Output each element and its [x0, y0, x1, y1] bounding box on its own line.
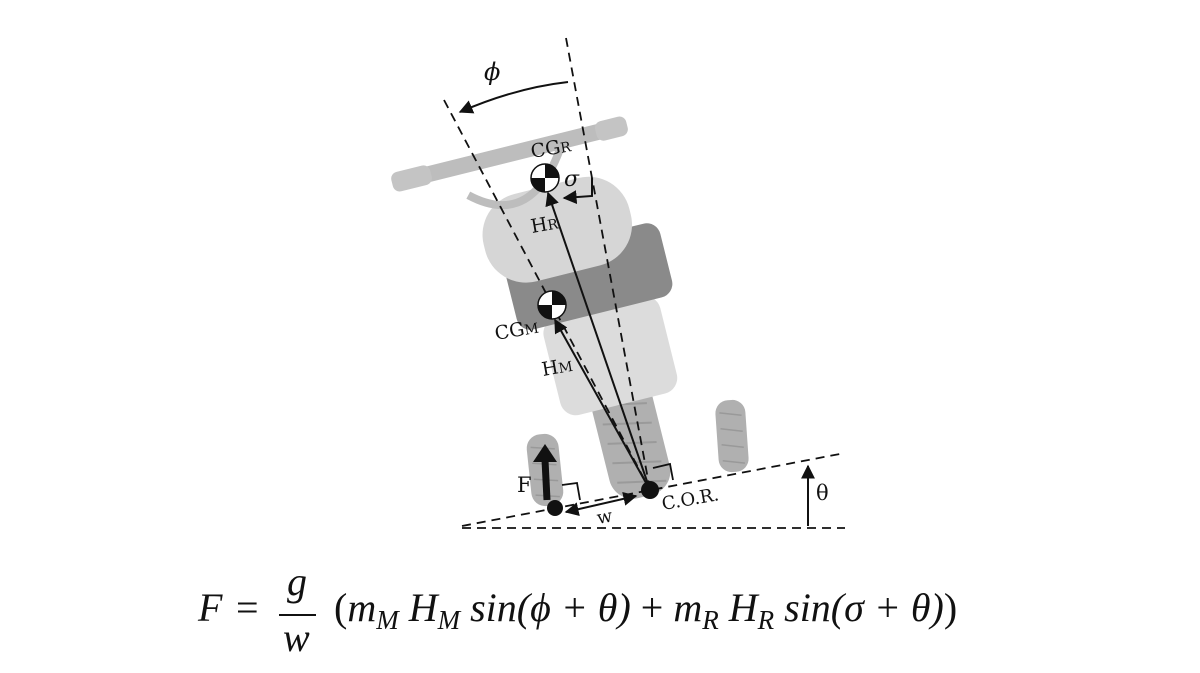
force-label: F — [517, 473, 532, 497]
force-arrow — [541, 459, 551, 501]
phi-arc-arrow — [458, 81, 569, 114]
sigma-label: σ — [564, 167, 580, 192]
w-dimension-arrow — [564, 491, 638, 517]
force-formula: F = g w (mM HM sin(ϕ + θ) + mR HR sin(σ … — [0, 560, 1200, 673]
cg-rider-marker — [530, 163, 560, 193]
formula-lhs: F — [198, 585, 223, 630]
formula-fraction-bar — [279, 614, 316, 616]
formula-denominator: w — [283, 615, 310, 660]
left-grip — [391, 165, 432, 192]
right-outrigger-tire — [715, 399, 749, 473]
seat-block — [543, 295, 678, 416]
sloped-ground-line — [461, 452, 846, 527]
force-arrow-head — [533, 444, 557, 462]
right-grip — [594, 116, 628, 141]
h-rider-vector — [545, 191, 651, 491]
outrigger-contact-point — [547, 500, 563, 516]
formula-numerator: g — [287, 559, 307, 604]
cg-motorcycle-marker — [537, 290, 567, 320]
vertical-reference-line — [565, 37, 651, 491]
formula-rhs: (mM HM sin(ϕ + θ) + mR HR sin(σ + θ)) — [334, 585, 958, 636]
sigma-angle-arrow — [562, 178, 593, 205]
right-angle-mark-outrigger — [561, 481, 581, 501]
cg-rider-label: CGR — [529, 134, 573, 163]
cg-moto-label: CGM — [493, 316, 540, 345]
fairing-arc — [466, 139, 567, 210]
h-moto-vector — [554, 318, 651, 491]
center-of-rotation-point — [641, 481, 659, 499]
h-moto-label: HM — [540, 354, 574, 381]
right-angle-mark-cor — [652, 462, 674, 481]
leaning-motorcycle-diagram: ϕ CGR σ HR CGM HM F w C.O.R. θ — [391, 37, 846, 529]
motorcycle — [391, 116, 678, 499]
width-label: w — [595, 505, 614, 528]
phi-label: ϕ — [484, 58, 500, 86]
h-rider-label: HR — [529, 211, 560, 237]
theta-label: θ — [816, 481, 829, 505]
cor-label: C.O.R. — [660, 484, 720, 515]
formula-equals: = — [236, 585, 259, 630]
lean-axis-line — [443, 99, 651, 491]
handlebar — [399, 120, 620, 188]
